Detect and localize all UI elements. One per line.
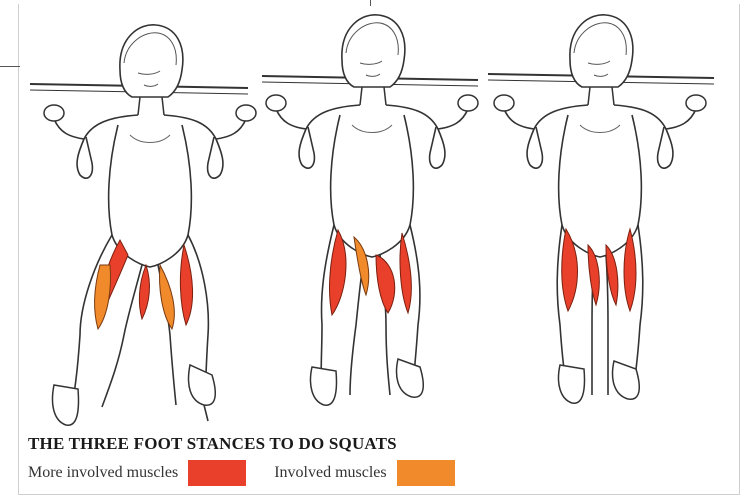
muscle-legend: More involved muscles Involved muscles: [28, 460, 455, 486]
legend-label-more-involved: More involved muscles: [28, 464, 178, 482]
medium-stance-squat-figure: [266, 15, 478, 405]
narrow-stance-squat-figure: [494, 15, 706, 403]
legend-label-involved: Involved muscles: [274, 464, 386, 482]
squat-stances-illustration: [0, 0, 744, 430]
figure-title: THE THREE FOOT STANCES TO DO SQUATS: [28, 434, 397, 454]
legend-swatch-involved: [397, 460, 455, 486]
legend-swatch-more-involved: [188, 460, 246, 486]
